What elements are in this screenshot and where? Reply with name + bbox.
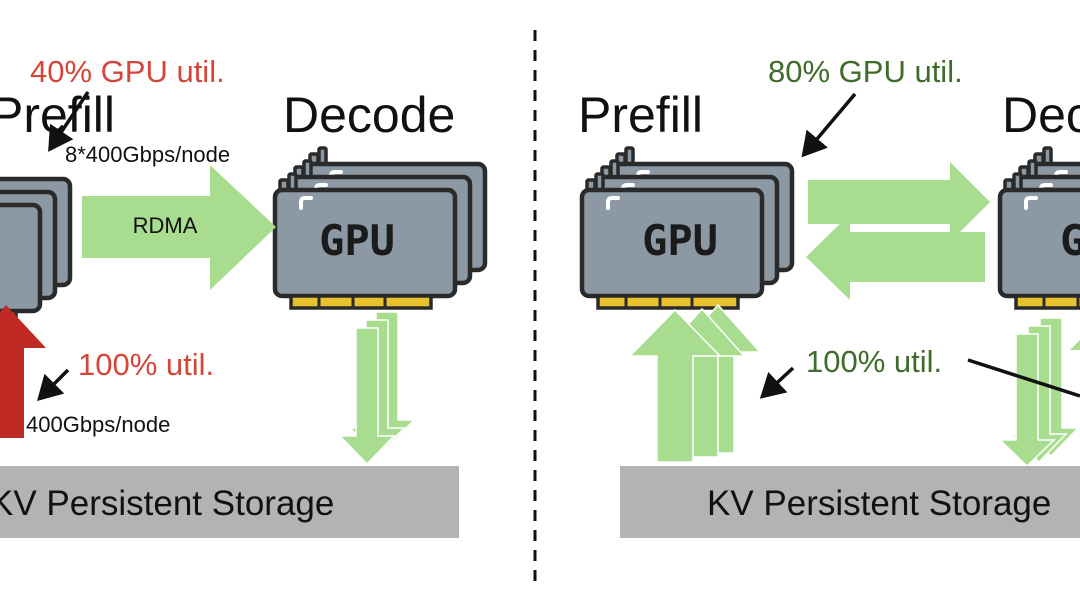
- right-kv-storage-box: [620, 466, 1080, 538]
- right-decode-gpu-stack: GPU: [1000, 148, 1080, 308]
- left-rdma-arrow: [82, 165, 276, 290]
- right-storage-util-pointer-left: [759, 366, 795, 399]
- left-rdma-label: RDMA: [133, 213, 198, 238]
- left-prefill-gpu-stack: [0, 163, 70, 323]
- right-decode-title: Decode: [1002, 87, 1080, 143]
- right-gpu-util-label: 80% GPU util.: [768, 54, 963, 89]
- right-gpu-util-pointer: [801, 92, 857, 158]
- right-transfer-arrow-forward: [808, 162, 990, 242]
- left-gpu-bandwidth-label: 8*400Gbps/node: [65, 142, 230, 167]
- left-storage-read-arrow: [0, 305, 46, 438]
- left-decode-gpu-stack: GPU: [275, 148, 485, 308]
- right-storage-read-arrows: [628, 303, 762, 463]
- left-decode-gpu-label: GPU: [319, 216, 395, 265]
- right-decode-gpu-label: GPU: [1060, 216, 1080, 265]
- right-prefill-title: Prefill: [578, 87, 703, 143]
- left-kv-storage-label: KV Persistent Storage: [0, 484, 334, 523]
- right-prefill-gpu-stack: GPU: [582, 148, 792, 308]
- right-storage-util-pointer-right: [967, 358, 1080, 398]
- left-decode-title: Decode: [283, 87, 455, 143]
- left-kv-storage-box: [0, 466, 459, 538]
- left-prefill-gpu-front: [0, 189, 40, 323]
- left-gpu-util-label: 40% GPU util.: [30, 54, 225, 89]
- right-transfer-arrow-backward: [806, 214, 985, 300]
- left-panel: Prefill GPU Decode RDMA 40% GPU util. 8*…: [0, 54, 485, 538]
- right-prefill-gpu-label: GPU: [642, 216, 718, 265]
- left-storage-bandwidth-label: 400Gbps/node: [26, 412, 170, 437]
- left-storage-util-pointer: [37, 368, 70, 401]
- left-storage-util-label: 100% util.: [78, 347, 214, 382]
- right-panel: GPU Prefill GPU Decode 80% GPU util.: [578, 54, 1080, 538]
- left-decode-write-arrows: [338, 311, 416, 466]
- right-kv-storage-label: KV Persistent Storage: [707, 484, 1051, 523]
- right-storage-util-label: 100% util.: [806, 344, 942, 379]
- left-gpu-util-pointer: [48, 91, 90, 152]
